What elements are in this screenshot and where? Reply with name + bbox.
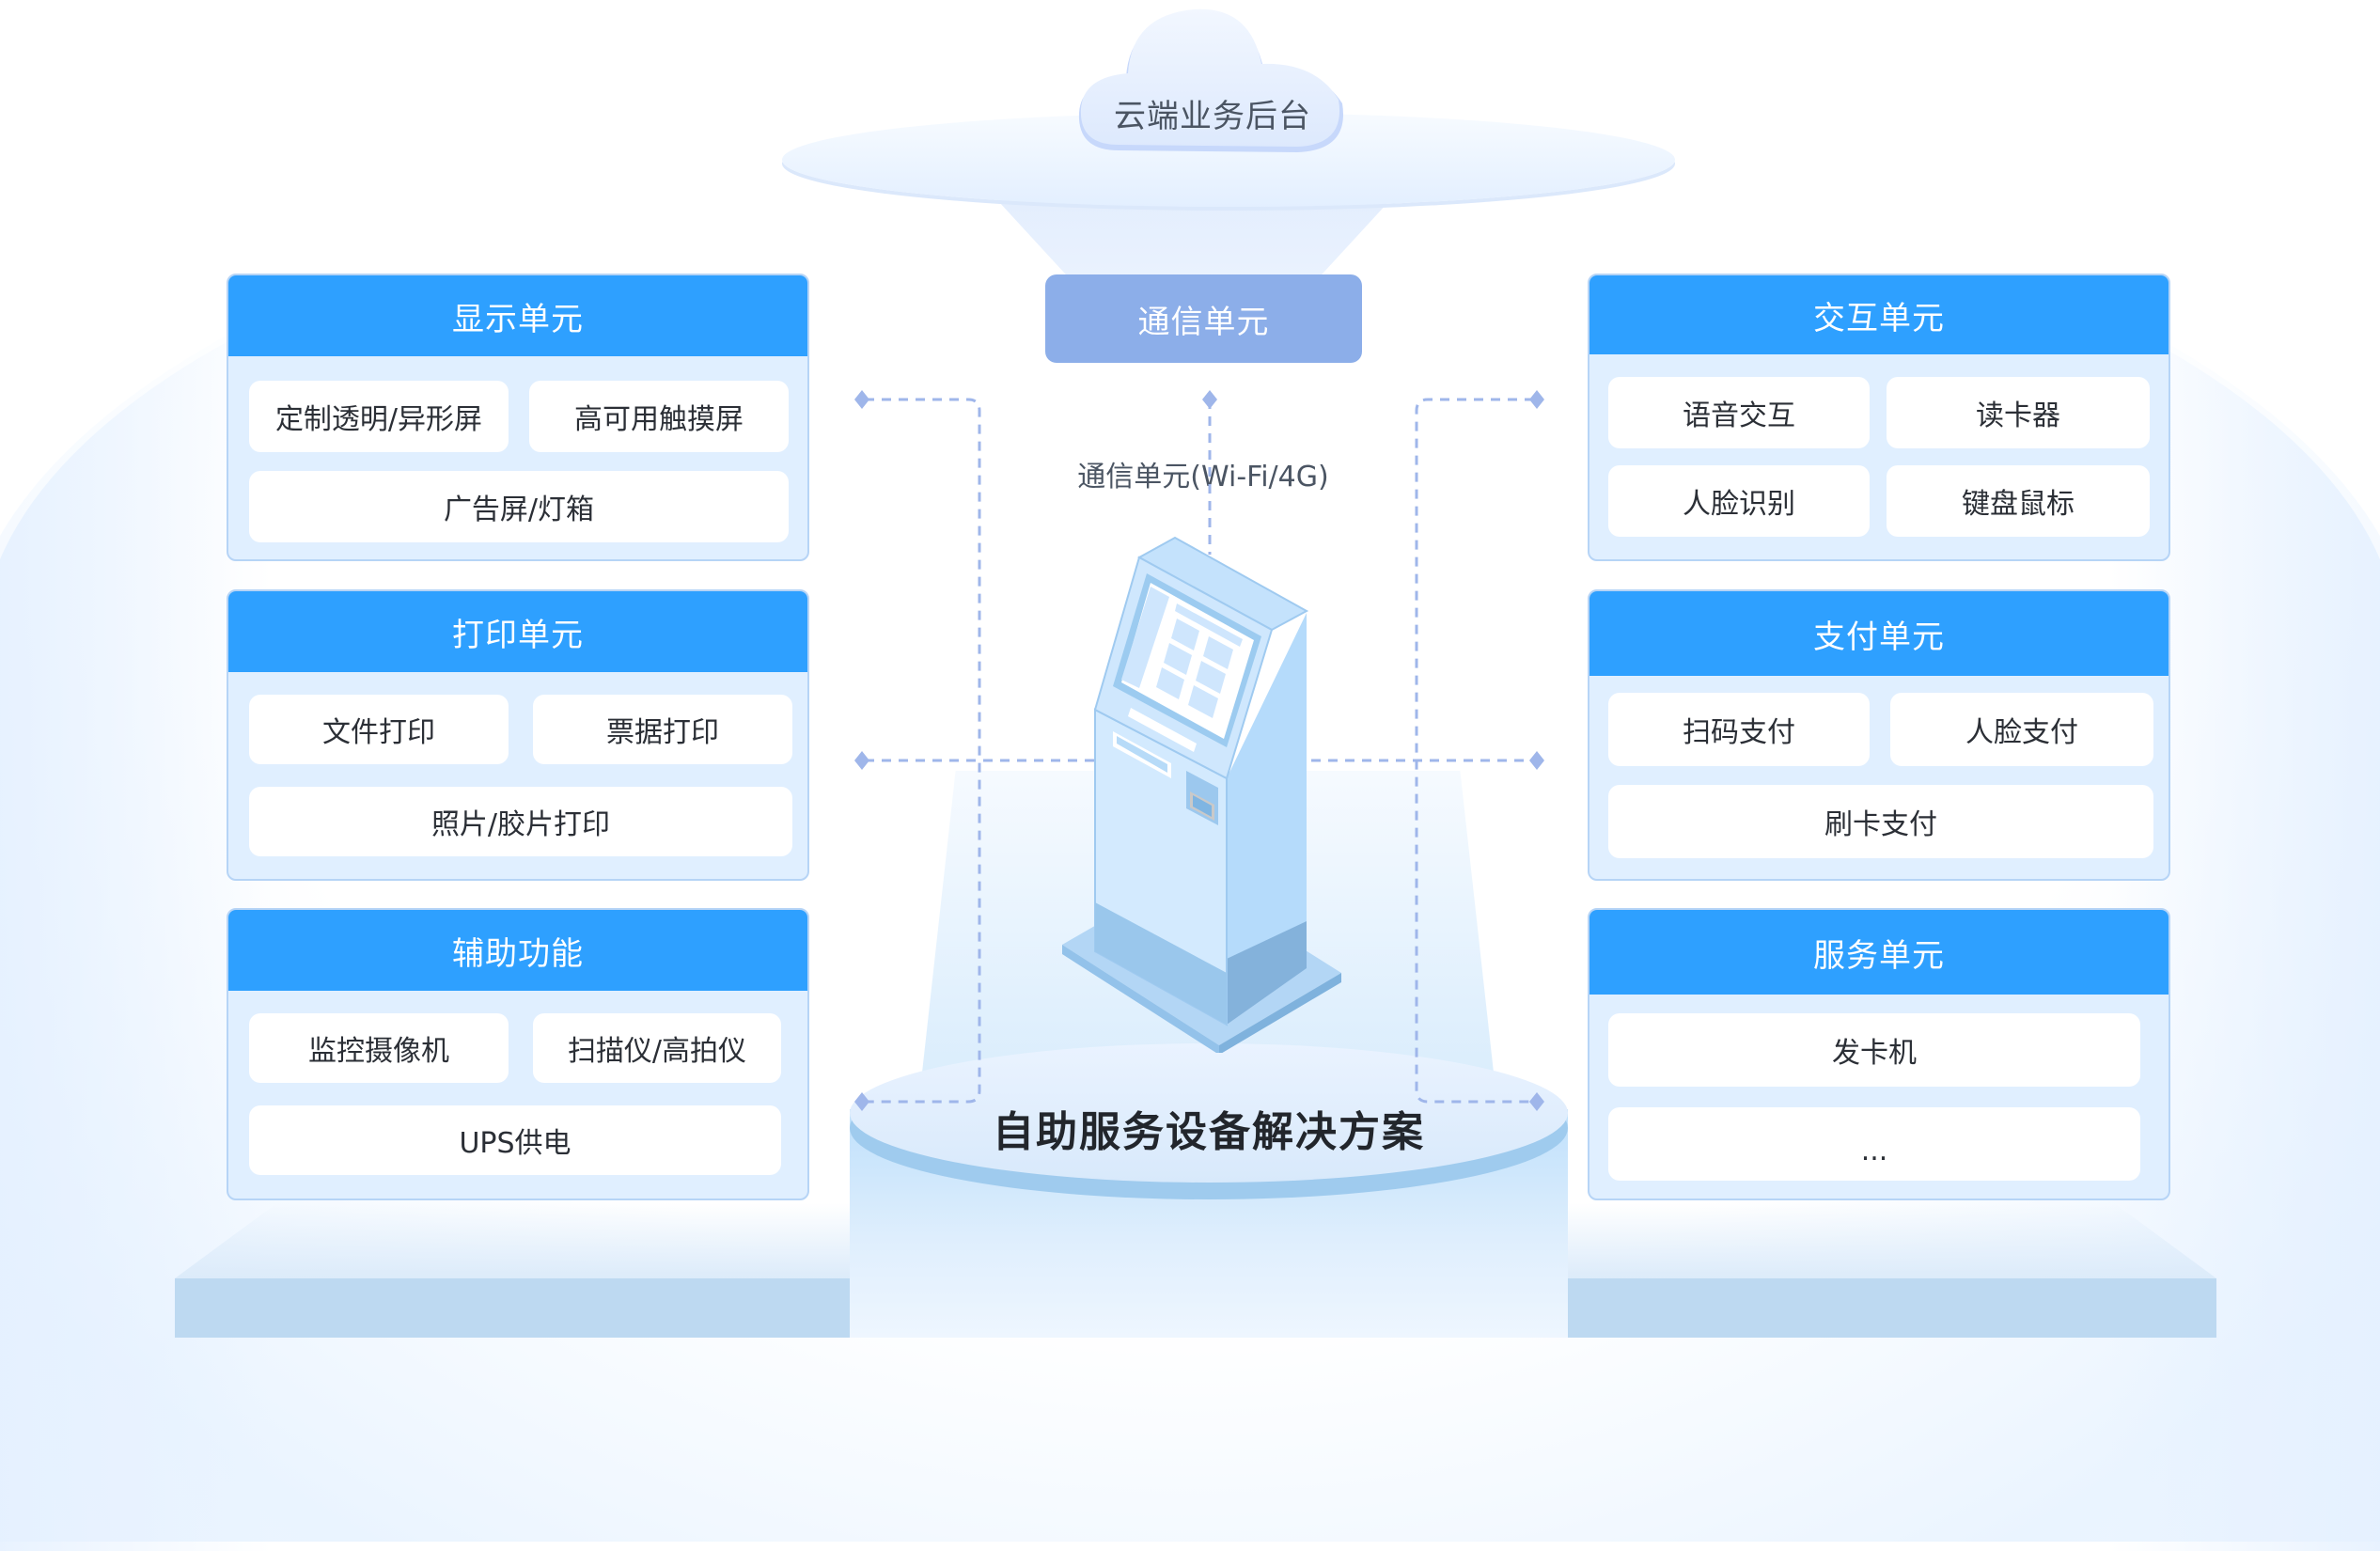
diamond-marker	[1529, 390, 1544, 409]
panel-title: 打印单元	[228, 591, 807, 672]
solution-title: 自助服务设备解决方案	[993, 1108, 1425, 1156]
item-face-pay[interactable]: 人脸支付	[1890, 693, 2153, 766]
panel-title: 服务单元	[1589, 910, 2169, 995]
item-scanner[interactable]: 扫描仪/高拍仪	[533, 1013, 781, 1083]
panel-title: 交互单元	[1589, 275, 2169, 354]
cloud-icon	[1078, 8, 1343, 153]
item-camera[interactable]: 监控摄像机	[249, 1013, 509, 1083]
item-card-pay[interactable]: 刷卡支付	[1608, 785, 2153, 858]
comm-unit-box[interactable]: 通信单元	[1045, 274, 1362, 363]
diamond-marker	[854, 751, 869, 770]
item-receipt-print[interactable]: 票据打印	[533, 695, 792, 764]
item-photo-print[interactable]: 照片/胶片打印	[249, 787, 792, 856]
diamond-marker	[854, 390, 869, 409]
connector-lines	[854, 390, 1544, 1111]
panel-print-unit: 打印单元 文件打印 票据打印 照片/胶片打印	[227, 589, 809, 881]
item-qr-pay[interactable]: 扫码支付	[1608, 693, 1870, 766]
connector-top-left	[865, 398, 981, 1104]
panel-auxiliary: 辅助功能 监控摄像机 扫描仪/高拍仪 UPS供电	[227, 908, 809, 1200]
item-transparent-screen[interactable]: 定制透明/异形屏	[249, 381, 509, 452]
diamond-marker	[854, 1092, 869, 1111]
item-face-recognition[interactable]: 人脸识别	[1608, 465, 1870, 537]
diamond-marker	[1529, 751, 1544, 770]
item-touch-screen[interactable]: 高可用触摸屏	[529, 381, 789, 452]
item-keyboard-mouse[interactable]: 键盘鼠标	[1887, 465, 2150, 537]
connector-top-right	[1415, 398, 1534, 1104]
panel-payment-unit: 支付单元 扫码支付 人脸支付 刷卡支付	[1588, 589, 2170, 881]
item-card-reader[interactable]: 读卡器	[1887, 377, 2150, 448]
panel-title: 显示单元	[228, 275, 807, 356]
item-card-dispenser[interactable]: 发卡机	[1608, 1013, 2140, 1087]
comm-unit-label: 通信单元	[1137, 303, 1270, 341]
item-file-print[interactable]: 文件打印	[249, 695, 509, 764]
self-service-kiosk-icon	[1062, 536, 1341, 1053]
platform-top	[850, 1043, 1568, 1183]
panel-service-unit: 服务单元 发卡机 ...	[1588, 908, 2170, 1200]
item-more[interactable]: ...	[1608, 1107, 2140, 1181]
panel-interaction-unit: 交互单元 语音交互 读卡器 人脸识别 键盘鼠标	[1588, 274, 2170, 561]
diamond-marker	[1529, 1092, 1544, 1111]
item-ups[interactable]: UPS供电	[249, 1105, 781, 1175]
item-voice[interactable]: 语音交互	[1608, 377, 1870, 448]
diamond-marker	[1202, 390, 1217, 409]
panel-display-unit: 显示单元 定制透明/异形屏 高可用触摸屏 广告屏/灯箱	[227, 274, 809, 561]
panel-title: 辅助功能	[228, 910, 807, 991]
panel-title: 支付单元	[1589, 591, 2169, 676]
cloud-label: 云端业务后台	[1114, 98, 1311, 135]
item-ad-screen[interactable]: 广告屏/灯箱	[249, 471, 789, 542]
comm-unit-subtitle: 通信单元(Wi-Fi/4G)	[1077, 461, 1329, 494]
